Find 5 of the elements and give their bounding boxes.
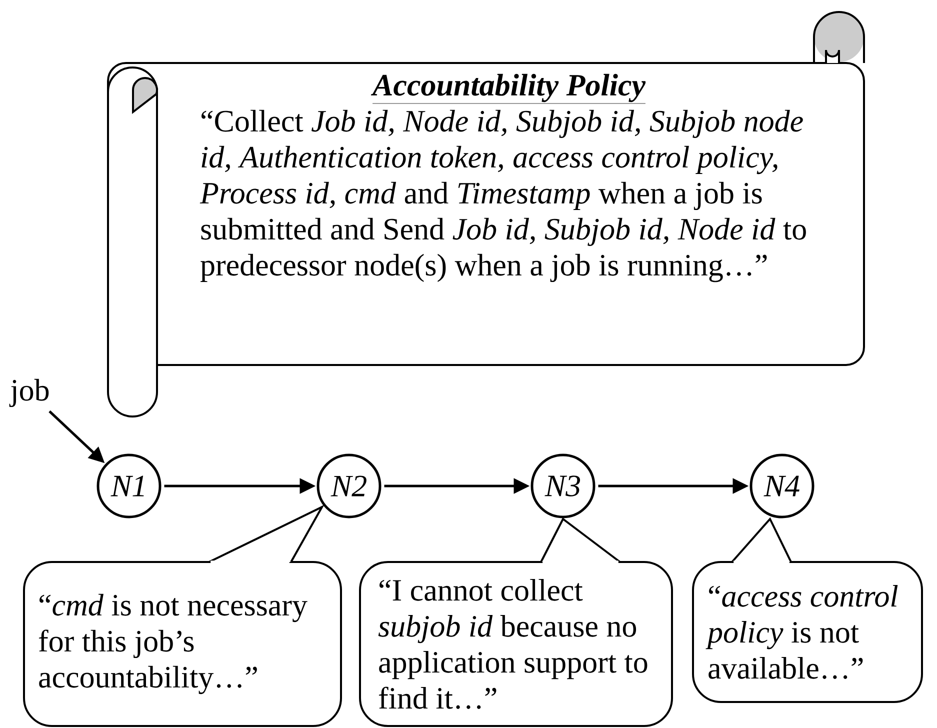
scroll-banner: Accountability Policy “Collect Job id, Node id, Subjob id, Subjob node id, Authentication token, access control policy, Process id, cmd and Timestamp when a job is submitted and Send Job id, Subjob id, Node id to predecessor node(s) when a job is running…” bbox=[107, 11, 865, 418]
speech-bubble: “I cannot collect subjob id because no application support to find it…” bbox=[359, 517, 673, 727]
speech-bubble: “cmd is not necessary for this job’s accountability…” bbox=[23, 504, 342, 727]
speech-bubble: “access control policy is not available…” bbox=[692, 517, 923, 703]
input-label: job bbox=[9, 378, 49, 408]
